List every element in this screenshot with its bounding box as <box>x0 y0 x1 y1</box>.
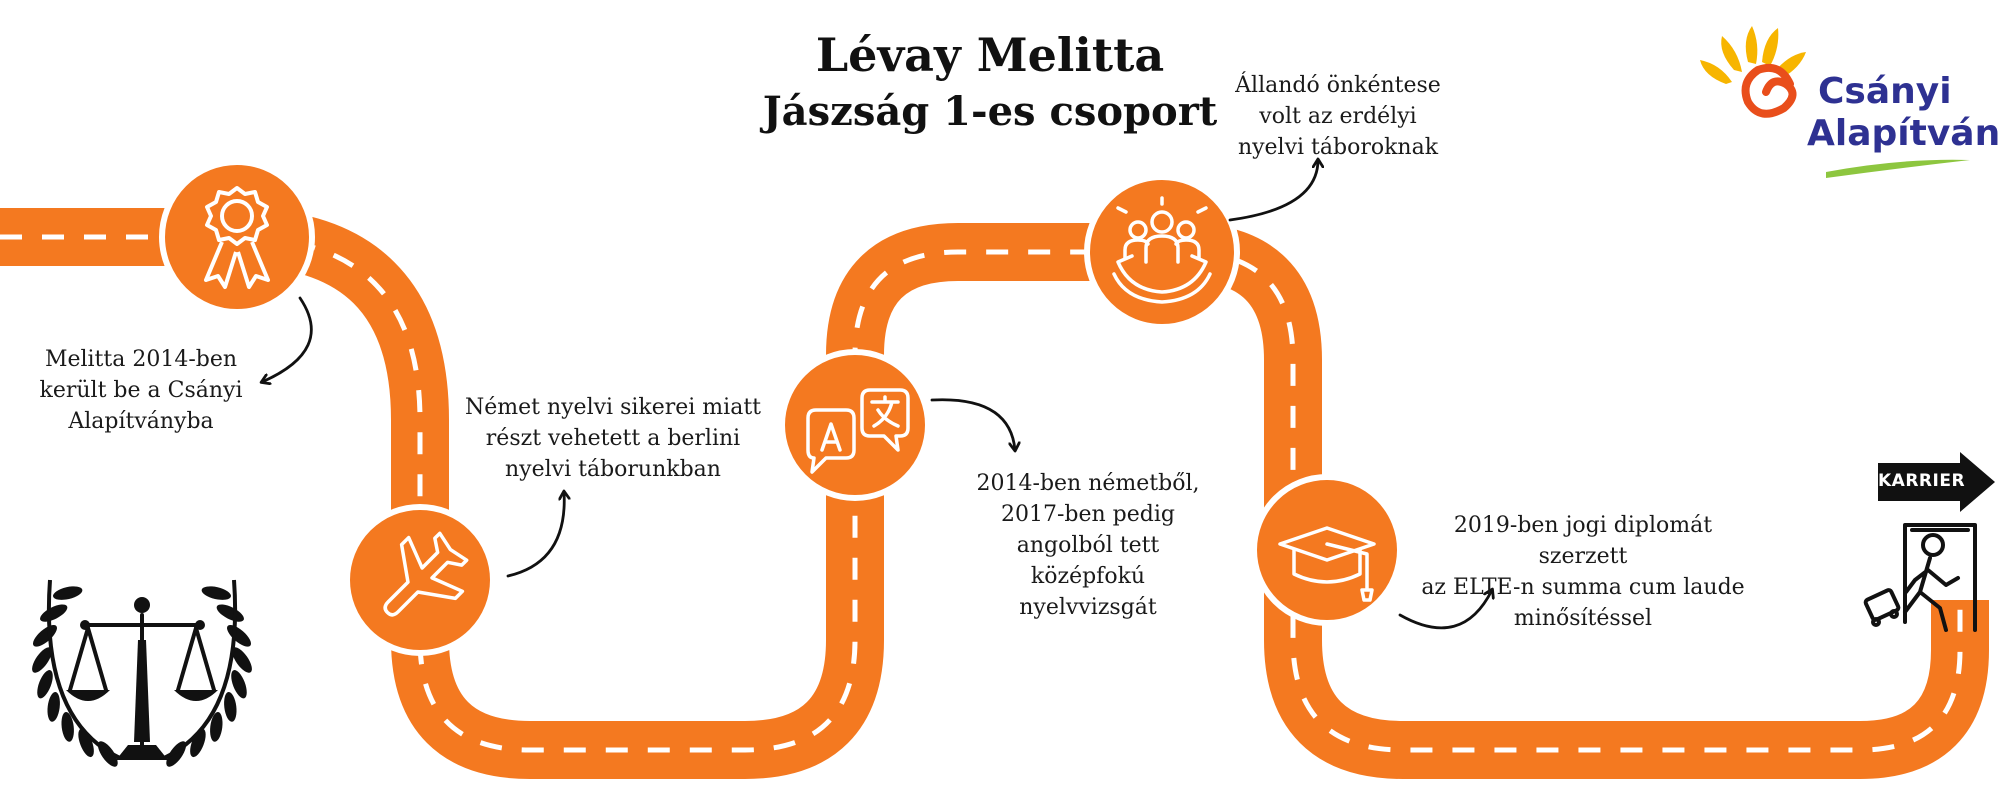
laurel-stem <box>163 579 238 760</box>
caption-airplane: Német nyelvi sikerei miatt részt vehetet… <box>464 395 762 482</box>
airplane-icon <box>383 531 469 617</box>
karrier-label: KARRIER <box>1878 471 1966 491</box>
laurel-leaf <box>47 691 60 722</box>
community-hands-icon <box>1112 196 1212 304</box>
laurel-leaf <box>210 711 223 742</box>
walking-person-exit-icon <box>1863 523 1977 632</box>
arrow-1 <box>262 296 313 382</box>
translate-icon <box>806 388 910 474</box>
milestone-translate <box>779 349 931 501</box>
page-title: Lévay Melitta <box>815 28 1165 82</box>
milestone-award <box>159 159 315 315</box>
karrier-arrow-sign <box>1878 452 1995 512</box>
csanyi-alapitvany-logo-mark <box>1700 26 1970 178</box>
milestone-airplane <box>344 504 496 656</box>
laurel-leaf <box>231 670 247 699</box>
exit-career-sign <box>1863 452 1995 632</box>
caption-graduation: 2019-ben jogi diplomát szerzett az ELTE-… <box>1421 513 1745 631</box>
page-subtitle: Jászság 1-es csoport <box>762 88 1218 135</box>
caption-translate: 2014-ben németből, 2017-ben pedig angolb… <box>976 471 1200 620</box>
logo-line-1: Csányi <box>1818 71 1952 112</box>
laurel-leaf <box>32 647 52 673</box>
laurel-leaf <box>40 604 68 622</box>
road-path <box>0 208 1989 779</box>
arrow-5 <box>1398 590 1492 630</box>
caption-award: Melitta 2014-ben került be a Csányi Alap… <box>39 347 243 434</box>
laurel-leaf <box>37 670 53 699</box>
arrow-4 <box>1228 160 1318 222</box>
laurel-leaf <box>224 691 237 722</box>
laurel-leaf <box>201 586 231 600</box>
connector-arrows <box>262 160 1492 630</box>
laurel-leaf <box>61 711 74 742</box>
laurel-leaf <box>232 647 252 673</box>
laurel-leaf <box>78 728 94 758</box>
laurel-leaf <box>53 586 83 600</box>
caption-community: Állandó önkéntese volt az erdélyi nyelvi… <box>1235 73 1441 160</box>
milestone-graduation <box>1251 474 1403 626</box>
graduation-cap-icon <box>1278 526 1376 602</box>
arrow-3 <box>930 398 1015 450</box>
laurel-leaf <box>216 604 244 622</box>
laurel-stem <box>46 579 121 760</box>
laurel-leaf <box>190 728 206 758</box>
laurel-leaf <box>227 624 251 647</box>
award-ribbon-icon <box>204 186 270 289</box>
arrow-2 <box>506 492 564 578</box>
laurel-leaf <box>33 624 57 647</box>
scales-of-justice-emblem <box>32 579 252 767</box>
milestone-community <box>1084 174 1240 330</box>
logo-line-2: Alapítvány <box>1807 113 2000 154</box>
